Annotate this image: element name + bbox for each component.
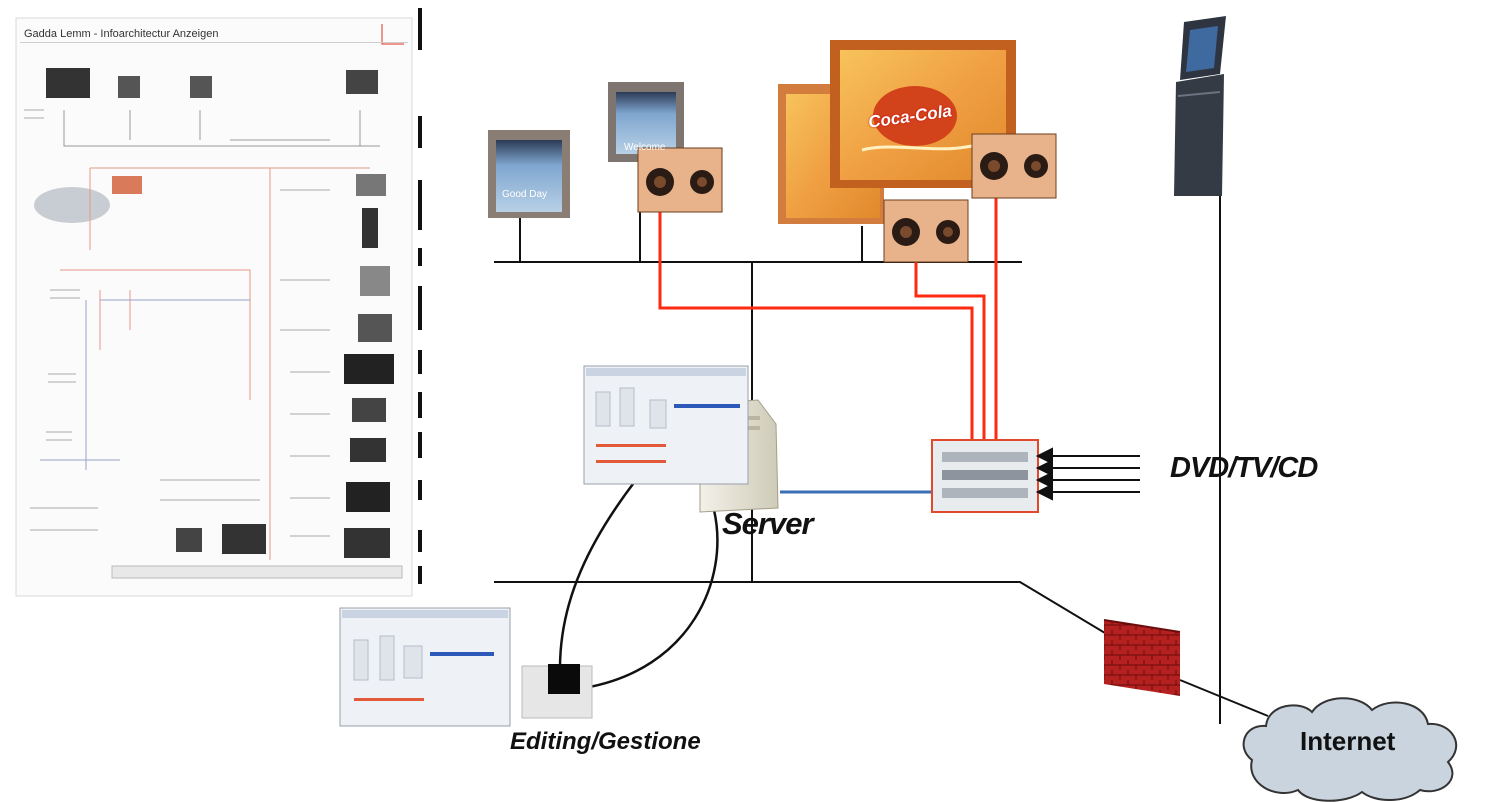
editing-server-cables <box>558 479 719 690</box>
firewall <box>1103 619 1181 696</box>
video-switch <box>931 439 1140 513</box>
firewall-icon <box>1103 619 1181 696</box>
kiosk-icon <box>1174 16 1226 196</box>
server-label: Server <box>722 506 814 541</box>
cloud-icon <box>1242 697 1458 802</box>
mini-diagram-title: Gadda Lemm - Infoarchitectur Anzeigen <box>24 28 219 40</box>
monitor-icon <box>488 130 570 218</box>
internet-cloud <box>1242 697 1458 802</box>
speaker-icon <box>637 147 723 213</box>
input-arrows <box>1035 447 1140 501</box>
sources-label: DVD/TV/CD <box>1170 452 1318 484</box>
kiosk-terminal <box>1174 16 1226 196</box>
mini-architecture-diagram <box>15 17 413 597</box>
speaker-2 <box>971 133 1057 199</box>
speaker-3 <box>883 199 969 263</box>
editing-label: Editing/Gestione <box>510 728 701 755</box>
speaker-icon <box>883 199 969 263</box>
internet-label: Internet <box>1300 726 1396 756</box>
speaker-icon <box>971 133 1057 199</box>
video-cables <box>658 190 998 440</box>
screen-text-1: Good Day <box>502 189 548 200</box>
speaker-1 <box>637 147 723 213</box>
display-screen-1 <box>488 130 570 218</box>
video-switch-icon <box>931 439 1039 513</box>
server-workstation <box>583 365 779 513</box>
screen-text-2: Welcome <box>624 142 666 153</box>
editing-workstation <box>339 607 593 727</box>
firewall-internet-line <box>1179 679 1269 717</box>
